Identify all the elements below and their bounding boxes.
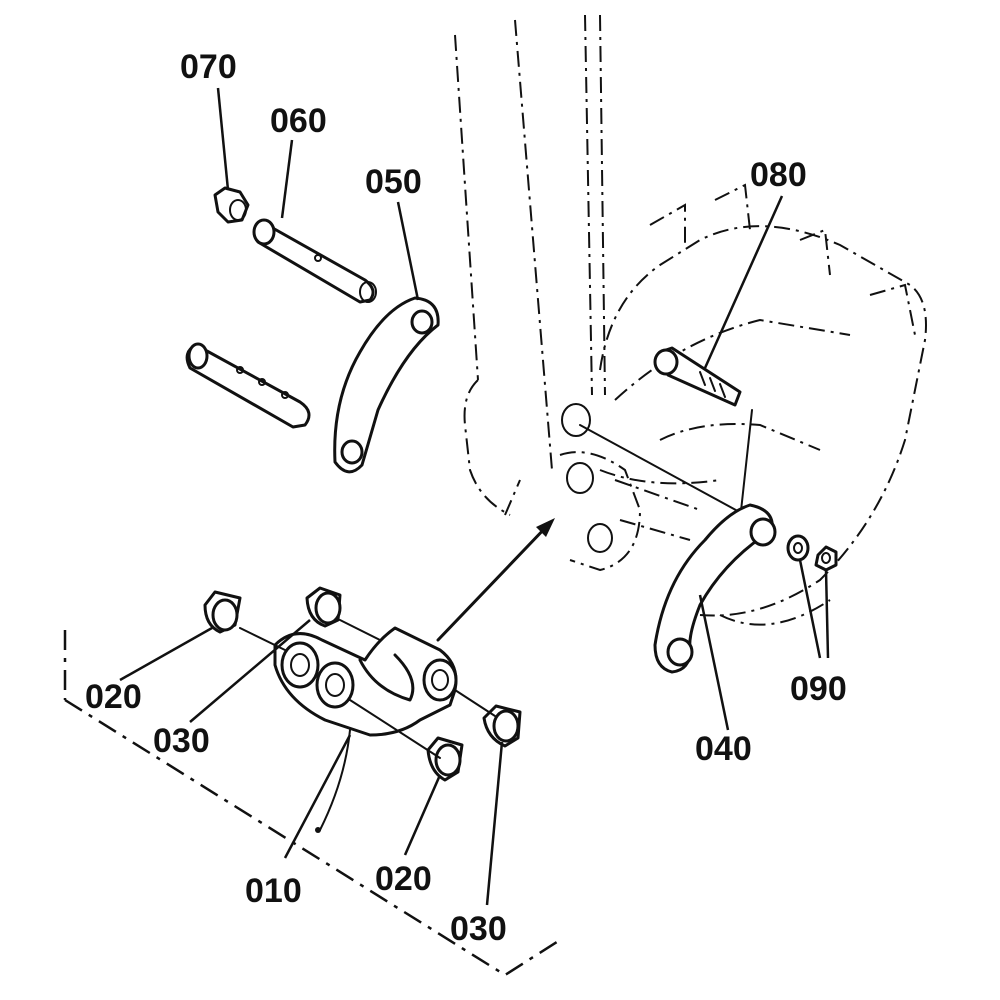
- label-080: 080: [750, 156, 807, 194]
- assembly-arrow: [436, 518, 555, 642]
- part-080-bolt: [579, 346, 753, 521]
- label-030-lower: 030: [450, 910, 507, 948]
- loose-pin: [185, 342, 311, 429]
- part-010-bracket: [273, 626, 458, 833]
- leader-lines: [119, 87, 830, 906]
- part-060-pin: [252, 218, 377, 304]
- bucket-outline: [559, 183, 927, 626]
- label-060: 060: [270, 102, 327, 140]
- label-040: 040: [695, 730, 752, 768]
- bushing-020-upper: [203, 590, 242, 634]
- label-020-upper: 020: [85, 678, 142, 716]
- bushing-030-lower: [482, 704, 522, 748]
- bushing-030-upper: [305, 586, 342, 628]
- label-030-upper: 030: [153, 722, 210, 760]
- label-070: 070: [180, 48, 237, 86]
- bushing-020-lower: [426, 736, 464, 782]
- part-090-washer-nut: [786, 534, 838, 572]
- label-010: 010: [245, 872, 302, 910]
- base-dash-outline: [63, 630, 561, 977]
- part-070-nut: [213, 186, 250, 224]
- label-020-lower: 020: [375, 860, 432, 898]
- part-040-link: [653, 503, 777, 674]
- label-090: 090: [790, 670, 847, 708]
- part-050-link: [333, 296, 440, 474]
- boom-frame-outline: [454, 14, 606, 516]
- label-050: 050: [365, 163, 422, 201]
